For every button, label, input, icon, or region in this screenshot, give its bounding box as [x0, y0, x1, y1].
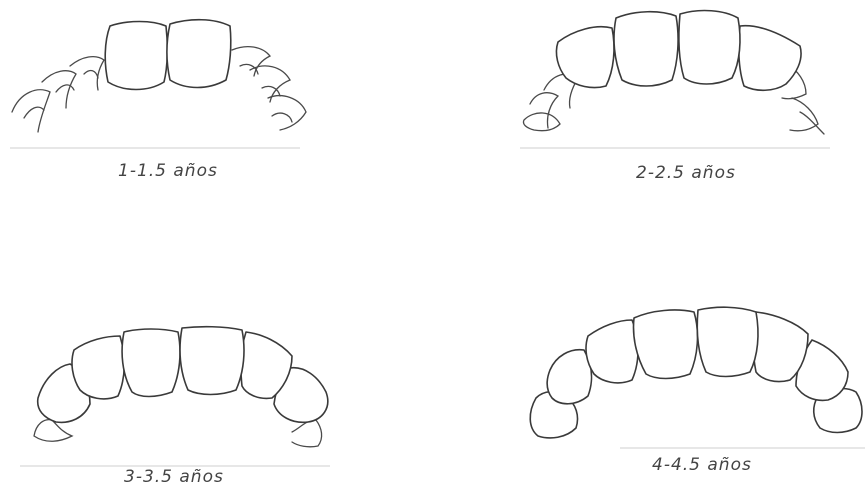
- tooth: [556, 27, 614, 88]
- caption-stage-1: 1-1.5 años: [118, 161, 218, 181]
- tooth: [105, 22, 167, 90]
- tooth: [180, 327, 244, 395]
- caption-stage-4: 4-4.5 años: [652, 455, 752, 475]
- arch-stage-3: 3-3.5 años: [20, 327, 330, 487]
- tooth: [122, 329, 180, 397]
- arch-stage-4: 4-4.5 años: [530, 307, 865, 475]
- arch-stage-2: 2-2.5 años: [520, 11, 830, 183]
- tooth: [547, 350, 591, 404]
- caption-stage-3: 3-3.5 años: [124, 467, 224, 487]
- tooth: [739, 26, 801, 91]
- arch-stage-1: 1-1.5 años: [10, 20, 306, 181]
- caption-stage-2: 2-2.5 años: [636, 163, 736, 183]
- tooth: [679, 11, 740, 84]
- tooth: [634, 310, 698, 379]
- tooth: [167, 20, 231, 88]
- tooth: [72, 336, 124, 399]
- tooth: [614, 12, 678, 86]
- tooth: [697, 307, 758, 376]
- tooth: [586, 320, 638, 383]
